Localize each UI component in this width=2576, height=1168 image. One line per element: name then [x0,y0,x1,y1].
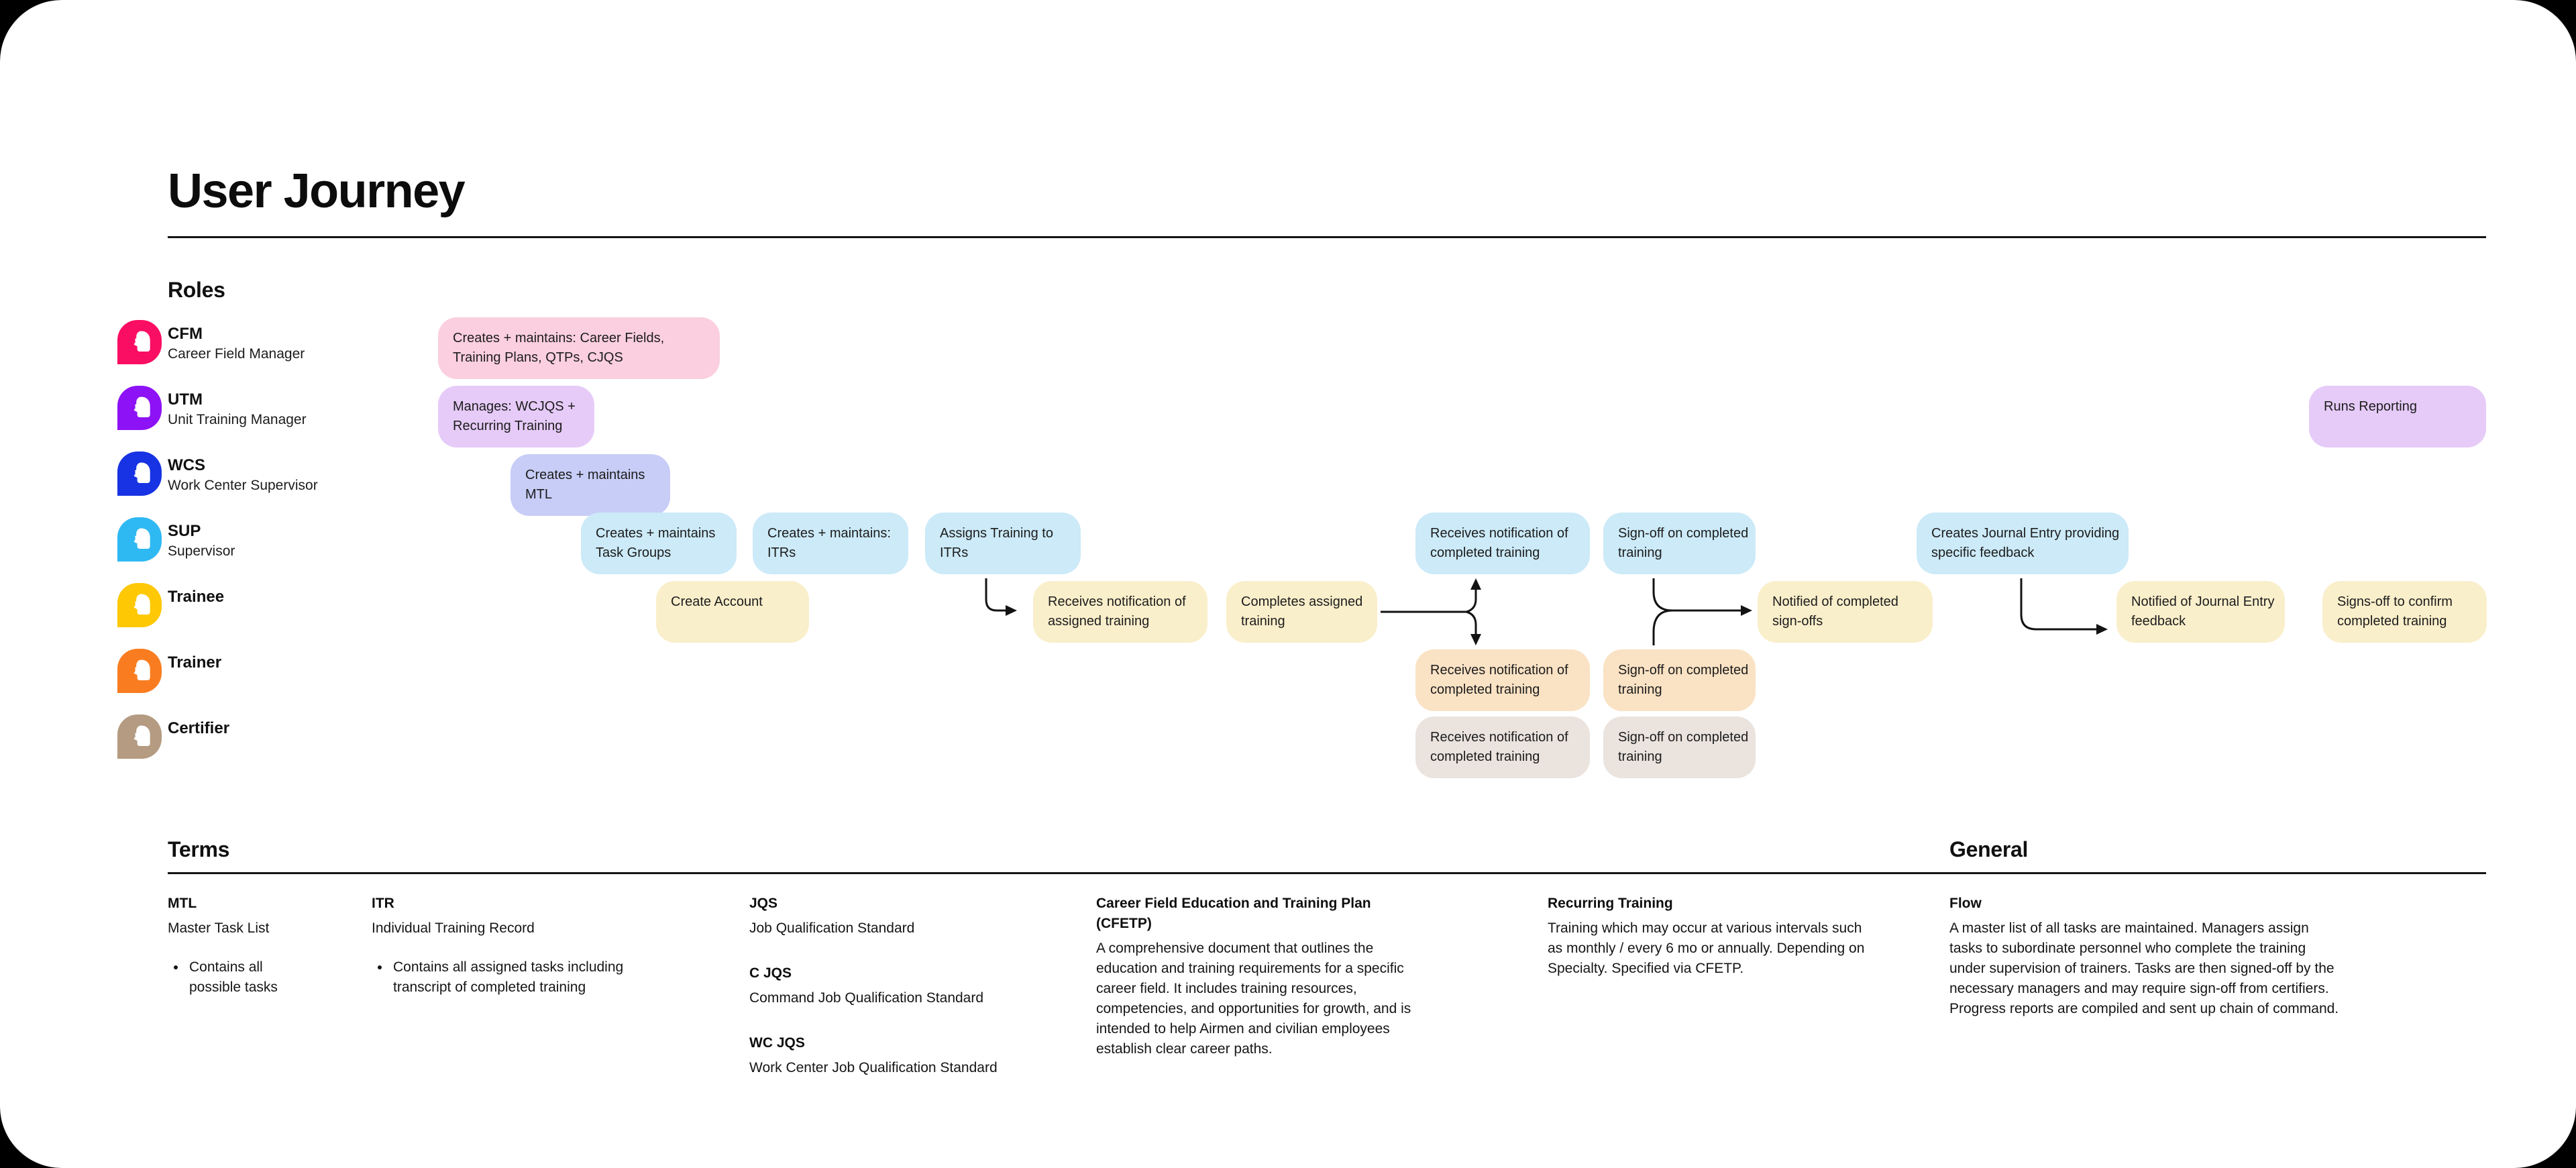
role-row-trainee: Trainee [117,583,224,627]
role-row-certifier: Certifier [117,714,229,759]
journey-box-cfm-creates: Creates + maintains: Career Fields, Trai… [438,317,720,379]
journey-box-sup-assigns: Assigns Training to ITRs [925,513,1081,574]
term-definition: Work Center Job Qualification Standard [749,1060,998,1075]
term-name: Flow [1949,896,1982,911]
journey-box-trainer-receives: Receives notification of completed train… [1415,649,1590,711]
journey-box-trainee-receives: Receives notification of assigned traini… [1033,581,1208,643]
role-abbr: Trainee [168,588,225,606]
journey-box-trainee-notified-signoffs: Notified of completed sign-offs [1758,581,1933,643]
cfm-person-icon [117,320,162,364]
journey-box-sup-task-groups: Creates + maintains Task Groups [581,513,737,574]
journey-box-utm-reporting: Runs Reporting [2309,386,2486,447]
journey-box-sup-journal: Creates Journal Entry providing specific… [1917,513,2129,574]
title-divider [168,236,2486,238]
role-name: Unit Training Manager [168,412,307,427]
journey-box-utm-manages: Manages: WCJQS + Recurring Training [438,386,594,447]
term-definition: Individual Training Record [372,920,535,936]
journey-box-trainer-signoff: Sign-off on completed training [1603,649,1756,711]
role-abbr: Certifier [168,719,230,737]
certifier-person-icon [117,714,162,759]
journey-box-certifier-signoff: Sign-off on completed training [1603,716,1756,778]
term-definition: Command Job Qualification Standard [749,990,984,1006]
journey-box-trainee-completes: Completes assigned training [1226,581,1377,643]
journey-box-trainee-account: Create Account [656,581,809,643]
term-definition: A master list of all tasks are maintaine… [1949,920,2339,1016]
role-row-trainer: Trainer [117,649,221,693]
trainer-person-icon [117,649,162,693]
wcs-person-icon [117,452,162,496]
role-abbr: SUP [168,522,201,540]
role-abbr: WCS [168,456,205,474]
role-abbr: CFM [168,325,203,343]
terms-heading: Terms [168,837,230,861]
utm-person-icon [117,386,162,430]
term-definition: A comprehensive document that outlines t… [1096,941,1411,1057]
sup-person-icon [117,517,162,562]
roles-heading: Roles [168,278,225,302]
role-name: Supervisor [168,543,235,559]
term-name: MTL [168,896,197,911]
arrow-signoff-merge-top [1652,578,1673,612]
term-col-cfetp: Career Field Education and Training Plan… [1096,894,1411,1059]
page-title: User Journey [168,164,466,218]
term-name: WC JQS [749,1035,805,1051]
arrow-assign-training [985,578,1006,612]
term-col-recurring: Recurring Training Training which may oc… [1548,894,1870,979]
general-col-flow: Flow A master list of all tasks are main… [1949,894,2345,1019]
arrow-signoff-merge-bottom [1652,609,1673,645]
trainee-person-icon [117,583,162,627]
term-name: Career Field Education and Training Plan… [1096,896,1371,931]
role-row-cfm: CFM Career Field Manager [117,320,305,364]
term-definition: Master Task List [168,920,270,936]
role-abbr: Trainer [168,653,222,672]
journey-box-trainee-notified-journal: Notified of Journal Entry feedback [2116,581,2285,643]
terms-divider [168,872,2486,874]
term-name: JQS [749,896,778,911]
role-abbr: UTM [168,390,203,409]
term-bullet: Contains all possible tasks [186,957,290,998]
journey-box-trainee-confirms: Signs-off to confirm completed training [2322,581,2487,643]
role-name: Work Center Supervisor [168,478,318,493]
role-name: Career Field Manager [168,346,305,362]
term-col-itr: ITR Individual Training Record Contains … [372,894,660,998]
role-row-sup: SUP Supervisor [117,517,235,562]
role-row-utm: UTM Unit Training Manager [117,386,307,430]
journey-box-sup-signoff: Sign-off on completed training [1603,513,1756,574]
term-name: ITR [372,896,394,911]
journey-box-wcs-mtl: Creates + maintains MTL [511,454,670,516]
term-definition: Job Qualification Standard [749,920,915,936]
term-definition: Training which may occur at various inte… [1548,920,1865,976]
term-col-mtl: MTL Master Task List Contains all possib… [168,894,356,998]
term-col-jqs: JQS Job Qualification Standard C JQS Com… [749,894,1071,1103]
role-row-wcs: WCS Work Center Supervisor [117,452,318,496]
term-bullet: Contains all assigned tasks including tr… [390,957,655,998]
journey-box-sup-receives: Receives notification of completed train… [1415,513,1590,574]
journey-box-certifier-receives: Receives notification of completed train… [1415,716,1590,778]
general-heading: General [1949,837,2029,861]
term-name: C JQS [749,965,792,981]
arrow-journal-feedback [2020,578,2097,631]
term-name: Recurring Training [1548,896,1673,911]
journey-box-sup-itrs: Creates + maintains: ITRs [753,513,908,574]
